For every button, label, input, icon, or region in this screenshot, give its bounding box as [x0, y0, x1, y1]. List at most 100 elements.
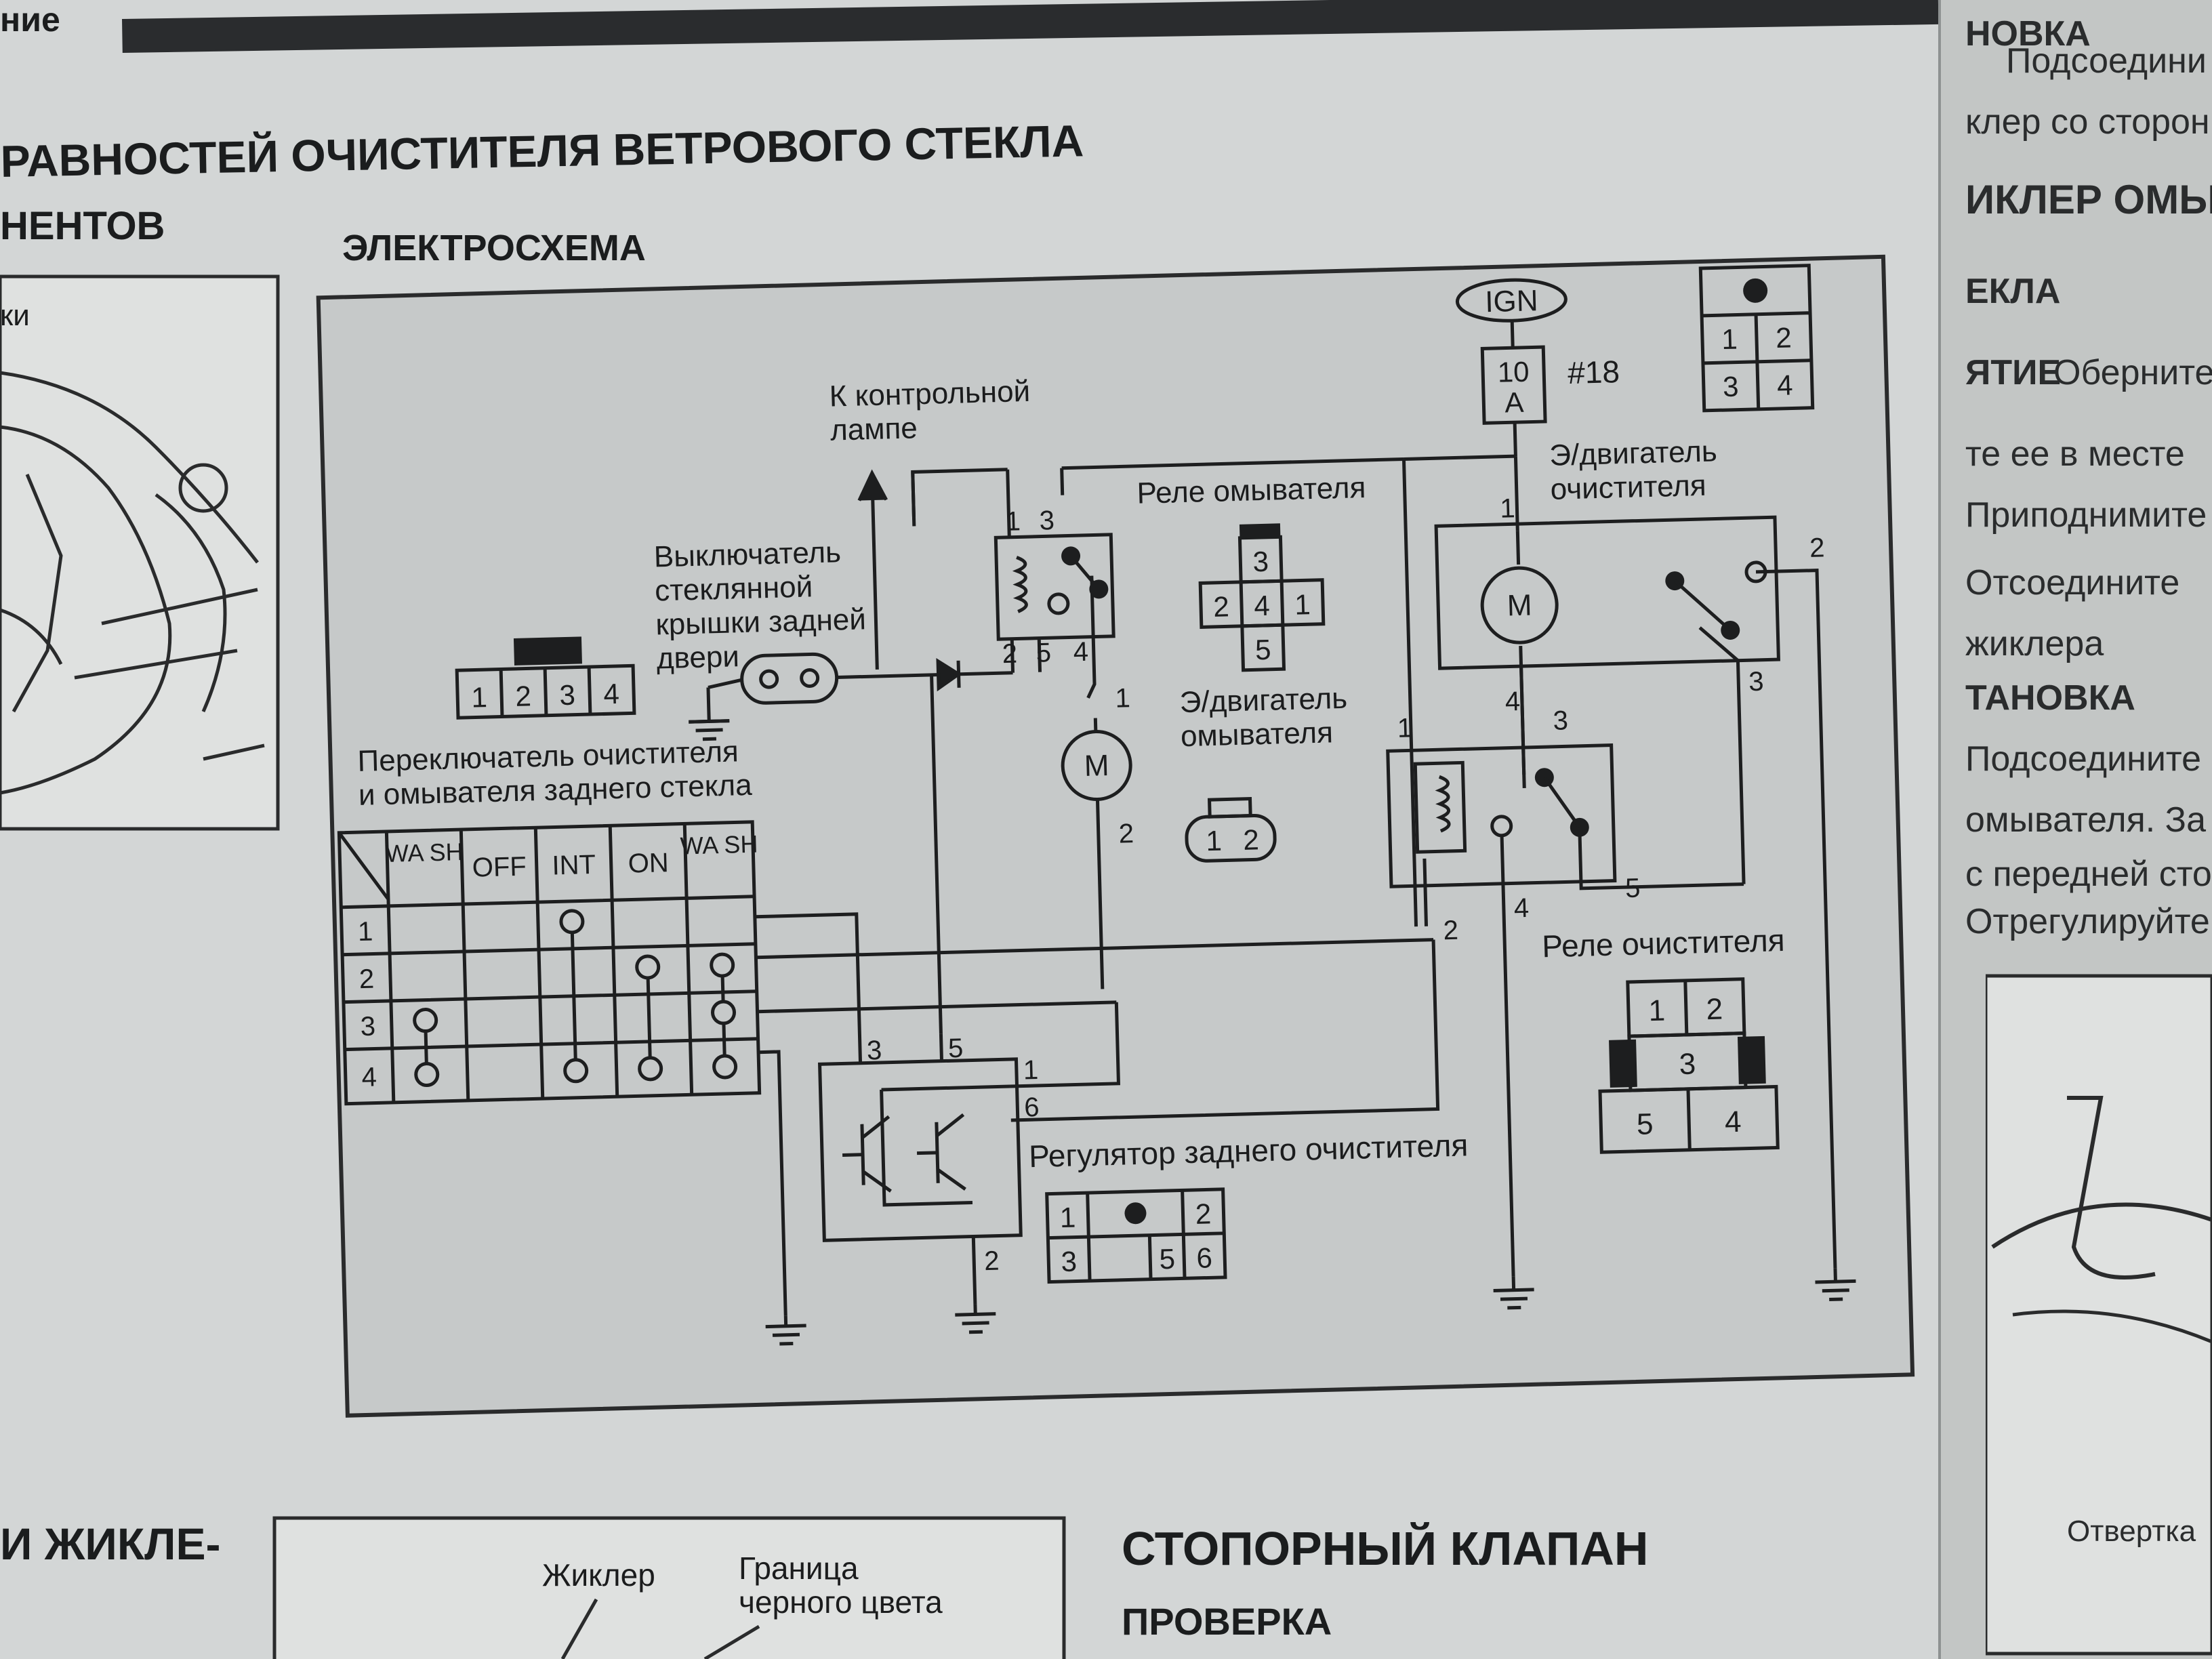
pin-label: 1: [1005, 506, 1021, 537]
pin-label: 3: [1061, 1246, 1078, 1278]
pin-label: 4: [1254, 590, 1271, 622]
pin-label: 6: [1024, 1092, 1040, 1123]
right-text-line: Подсоедините: [1965, 739, 2202, 779]
pin-label: 1: [471, 681, 488, 714]
door-switch-label: крышки задней: [655, 602, 867, 641]
pin-label: 2: [1776, 321, 1793, 354]
switch-contact: [1490, 815, 1513, 838]
switch-row-label: 1: [358, 917, 373, 947]
switch-column-header: INT: [552, 850, 596, 881]
pin-label: 2: [515, 680, 532, 712]
switch-contact: [1047, 592, 1070, 615]
pin-label: 5: [1036, 638, 1051, 668]
right-text-line: Оберните отве: [2053, 353, 2212, 392]
pin-label: 4: [1724, 1105, 1742, 1139]
pin-label: 1: [1721, 323, 1738, 356]
section-subtitle: ЭЛЕКТРОСХЕМА: [342, 228, 646, 268]
ground-symbols: [689, 719, 1856, 1346]
wiper-motor-title: очистителя: [1550, 469, 1706, 506]
lamp-label: К контрольной: [829, 375, 1031, 413]
diode: [936, 657, 962, 692]
motor-symbol: M: [1507, 589, 1532, 623]
pin-label: 3: [1553, 705, 1568, 736]
washer-relay-title: Реле омывателя: [1136, 471, 1366, 510]
ign-terminal: [1455, 278, 1568, 323]
switch-contacts: [413, 909, 738, 1088]
switch-row-label: 4: [361, 1062, 377, 1092]
check-valve-heading: СТОПОРНЫЙ КЛАПАН: [1122, 1522, 1649, 1575]
connector-2pin: [1185, 797, 1277, 863]
switch-column-header: WA SH: [680, 830, 758, 860]
pin-label: 3: [1252, 546, 1269, 578]
pin-label: 3: [1039, 506, 1054, 536]
switch-column-header: OFF: [472, 852, 527, 883]
pin-label: 2: [1118, 819, 1134, 849]
bottom-fig-label-border: Граница: [739, 1551, 859, 1586]
pin-label: 3: [866, 1036, 882, 1066]
pin-label: 5: [1625, 874, 1641, 904]
bottom-left-heading: И ЖИКЛЕ-: [0, 1519, 221, 1569]
connector-regulator: [1045, 1187, 1227, 1284]
right-figure-label: Отвертка: [2067, 1515, 2196, 1548]
pin-label: 2: [1443, 916, 1458, 946]
pin-label: 3: [1723, 371, 1740, 403]
switch-row-label: 2: [359, 964, 374, 995]
wiper-motor: [1480, 566, 1559, 644]
connector-key-dot: [1743, 278, 1768, 303]
pin-label: 4: [1513, 893, 1529, 924]
fuse-amps: 10: [1497, 356, 1530, 388]
wiper-relay-title: Реле очистителя: [1542, 922, 1786, 964]
right-text-line: жиклера: [1965, 624, 2104, 663]
right-text-line: те ее в месте: [1965, 434, 2185, 474]
section-subtitle-left: НЕНТОВ: [0, 204, 165, 248]
pin-label: 2: [1002, 639, 1017, 670]
switch-contact: [1744, 560, 1767, 583]
right-text-line: ТАНОВКА: [1965, 678, 2135, 718]
pin-label: 4: [1073, 637, 1088, 668]
bottom-fig-label-border: черного цвета: [739, 1584, 943, 1620]
door-switch-label: Выключатель: [653, 535, 841, 573]
pin-label: 5: [1636, 1107, 1654, 1141]
switch-table: [337, 820, 762, 1106]
pin-label: 6: [1196, 1242, 1213, 1274]
bottom-figure: Жиклер Граница черного цвета: [272, 1516, 1066, 1659]
pin-label: 2: [1213, 590, 1230, 623]
washer-motor: [1061, 730, 1132, 802]
pin-label: 5: [947, 1033, 963, 1064]
pin-label: 2: [1809, 533, 1825, 563]
pin-label: 1: [1115, 683, 1130, 714]
right-text-line: ИКЛЕР ОМЫВАТ: [1965, 177, 2212, 222]
pin-label: 1: [1059, 1202, 1076, 1234]
pin-label: 1: [1500, 493, 1515, 524]
fuse-unit: A: [1504, 386, 1524, 419]
door-switch-label: стеклянной: [655, 570, 813, 607]
switch-row-label: 3: [360, 1011, 375, 1042]
fuse-number: #18: [1568, 354, 1620, 390]
wiper-motor-title: Э/двигатель: [1549, 434, 1718, 472]
diagram-frame: [316, 254, 1915, 1418]
pin-label: 4: [1504, 687, 1520, 717]
left-figure: ки: [0, 274, 280, 831]
right-figure: [1986, 974, 2212, 1656]
pin-label: 3: [1679, 1048, 1696, 1082]
connector-4pin: [455, 663, 636, 720]
pin-label: 2: [1243, 823, 1260, 856]
pin-label: 3: [559, 679, 576, 712]
pin-label: 5: [1254, 634, 1271, 666]
check-valve-subheading: ПРОВЕРКА: [1122, 1600, 1332, 1643]
door-switch-label: двери: [656, 640, 739, 675]
right-text-line: клер со сторон: [1965, 102, 2210, 142]
pin-label: 3: [1748, 667, 1764, 697]
fuse-box: [1480, 345, 1547, 425]
switch-column-header: ON: [628, 848, 669, 879]
pin-label: 1: [1294, 588, 1311, 621]
right-text-line: омывателя. За: [1965, 800, 2207, 840]
switch-column-header: WA SH: [385, 838, 464, 867]
pin-label: 4: [1777, 369, 1794, 401]
left-figure-label: ки: [0, 299, 30, 332]
pin-label: 1: [1397, 713, 1412, 743]
bottom-fig-label-jet: Жиклер: [542, 1557, 655, 1593]
ign-label: IGN: [1485, 284, 1538, 319]
regulator-transistors: [842, 1113, 966, 1193]
